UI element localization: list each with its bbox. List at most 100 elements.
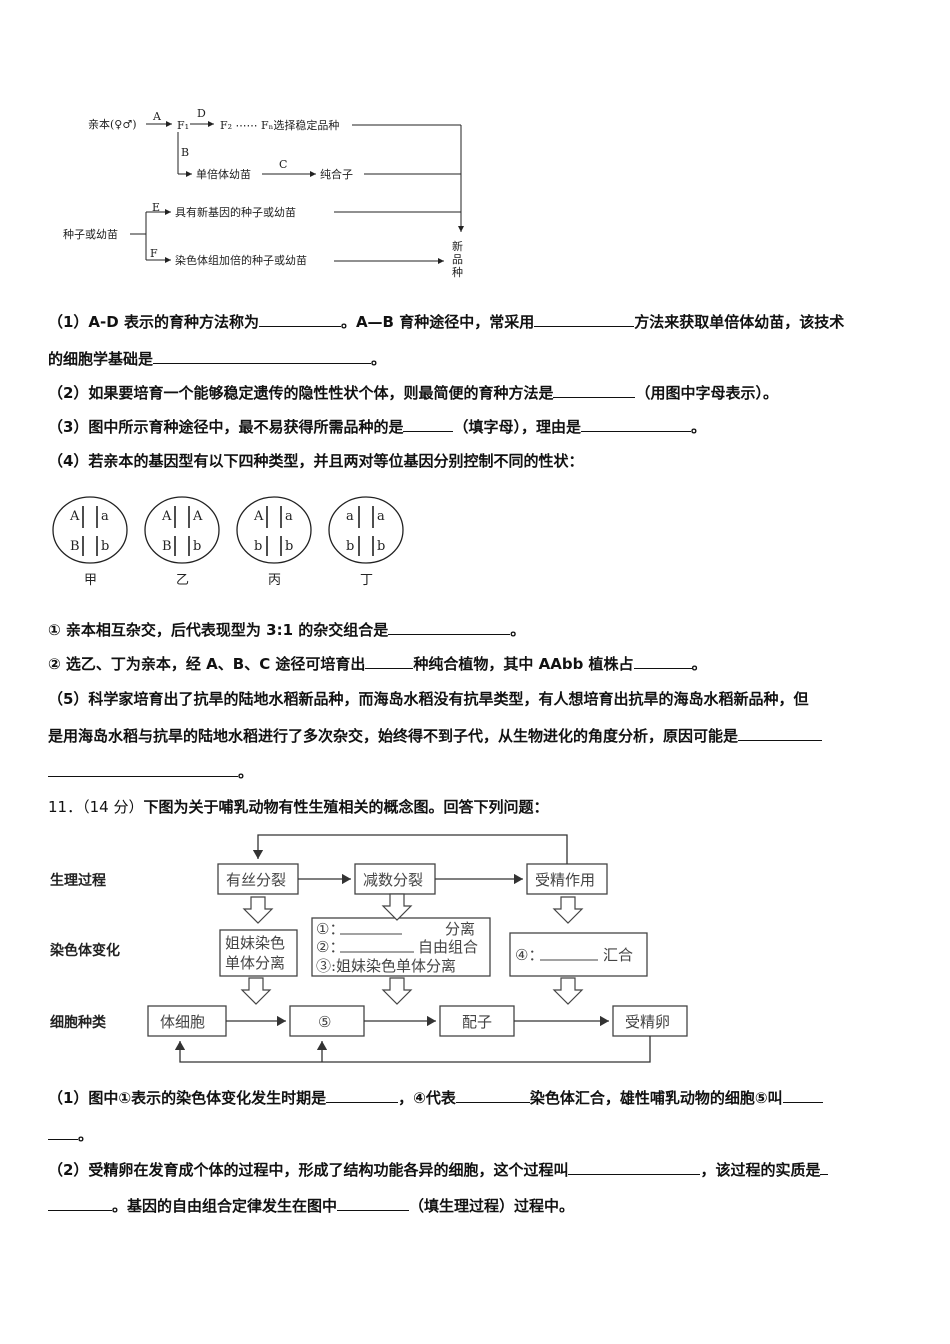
q10-sub2: ② 选乙、丁为亲本，经 A、B、C 途径可培育出种纯合植物，其中 AAbb 植株… [48, 654, 707, 673]
change-box2-line2-b: 自由组合 [418, 938, 478, 956]
answer-blank[interactable] [553, 383, 636, 398]
label-b: B [181, 146, 189, 159]
change-box2-line3: ③:姐妹染色单体分离 [316, 957, 456, 975]
parent-label: 亲本(♀♂) [88, 117, 137, 131]
q11-part2-line2: 。基因的自由组合定律发生在图中（填生理过程）过程中。 [48, 1196, 574, 1216]
allele-label: a [285, 509, 293, 524]
answer-blank[interactable] [738, 726, 823, 741]
cell-label: 乙 [176, 573, 189, 588]
cell-outline [236, 496, 312, 564]
answer-blank[interactable] [326, 1088, 399, 1103]
row-label-process: 生理过程 [50, 872, 106, 889]
cell-five: ⑤ [318, 1013, 331, 1031]
allele-label: a [377, 509, 385, 524]
allele-label: B [162, 539, 172, 554]
q10-part3: （3）图中所示育种途径中，最不易获得所需品种的是（填字母），理由是。 [48, 417, 706, 436]
answer-blank[interactable] [568, 1160, 701, 1175]
process-fertilization: 受精作用 [535, 871, 595, 889]
cell-somatic: 体细胞 [160, 1013, 205, 1031]
q10-part2: （2）如果要培育一个能够稳定遗传的隐性性状个体，则最简便的育种方法是（用图中字母… [48, 383, 778, 402]
seed-label: 种子或幼苗 [63, 227, 118, 241]
f1-label: F₁ [177, 119, 189, 132]
answer-blank[interactable] [403, 417, 454, 432]
new-variety-char-1: 新 [452, 239, 463, 253]
change-box2-line2-a: ②： [316, 938, 344, 956]
answer-blank[interactable] [534, 312, 635, 327]
allele-label: b [101, 539, 109, 554]
change-box3-a: ④： [515, 946, 543, 964]
process-mitosis: 有丝分裂 [226, 871, 286, 889]
q11-part1-line2: 。 [48, 1125, 93, 1145]
label-f: F [150, 247, 158, 260]
allele-label: A [192, 509, 203, 524]
answer-blank[interactable] [153, 349, 372, 364]
q10-part1-line2: 的细胞学基础是。 [48, 349, 387, 368]
allele-label: B [70, 539, 80, 554]
allele-label: b [193, 539, 201, 554]
answer-blank[interactable] [258, 312, 341, 327]
answer-blank[interactable] [388, 620, 511, 635]
row-label-chromosome: 染色体变化 [50, 942, 120, 959]
change-box3-b: 汇合 [603, 946, 633, 964]
label-e: E [152, 201, 160, 214]
allele-label: a [101, 509, 109, 524]
q10-part5-line1: （5）科学家培育出了抗旱的陆地水稻新品种，而海岛水稻没有抗旱类型，有人想培育出抗… [48, 690, 809, 708]
q11-header: 11．（14 分）下图为关于哺乳动物有性生殖相关的概念图。回答下列问题： [48, 797, 548, 817]
answer-blank[interactable] [48, 762, 238, 777]
change-box1-line1: 姐妹染色 [225, 934, 285, 952]
allele-label: a [346, 509, 354, 524]
answer-blank[interactable] [782, 1088, 823, 1103]
cell-outline [328, 496, 404, 564]
process-meiosis: 减数分裂 [363, 871, 423, 889]
answer-blank[interactable] [633, 654, 692, 669]
allele-label: A [161, 509, 172, 524]
question-title: 下图为关于哺乳动物有性生殖相关的概念图。回答下列问题： [143, 798, 549, 816]
new-gene-label: 具有新基因的种子或幼苗 [175, 205, 296, 219]
answer-blank[interactable] [48, 1125, 78, 1140]
q10-part1-line1: （1）A-D 表示的育种方法称为。A—B 育种途径中，常采用方法来获取单倍体幼苗… [48, 312, 845, 331]
q10-part5-line3: 。 [48, 762, 253, 782]
answer-blank[interactable] [820, 1160, 829, 1175]
label-d: D [197, 107, 206, 120]
answer-blank[interactable] [365, 654, 414, 669]
answer-blank[interactable] [337, 1196, 410, 1211]
change-box1-line2: 单体分离 [225, 954, 285, 972]
q10-part5-line2: 是用海岛水稻与抗旱的陆地水稻进行了多次杂交，始终得不到子代，从生物进化的角度分析… [48, 726, 823, 746]
homozygote-label: 纯合子 [320, 167, 353, 181]
q10-part4: （4）若亲本的基因型有以下四种类型，并且两对等位基因分别控制不同的性状： [48, 452, 584, 470]
q11-part2-line1: （2）受精卵在发育成个体的过程中，形成了结构功能各异的细胞，这个过程叫，该过程的… [48, 1160, 829, 1180]
answer-blank[interactable] [455, 1088, 530, 1103]
allele-label: b [285, 539, 293, 554]
doubled-label: 染色体组加倍的种子或幼苗 [175, 253, 307, 267]
breeding-diagram: 亲本(♀♂) A D F₁ F₂ ⋯⋯ Fₙ选择稳定品种 B 单倍体幼苗 C 纯… [63, 107, 464, 279]
cell-label: 丁 [360, 573, 373, 588]
cell-label: 甲 [84, 573, 97, 588]
cell-label: 丙 [268, 573, 281, 588]
cell-gamete: 配子 [462, 1013, 492, 1031]
cell-outline [144, 496, 220, 564]
row-label-celltype: 细胞种类 [50, 1014, 107, 1031]
haploid-label: 单倍体幼苗 [196, 167, 251, 181]
label-c: C [279, 158, 287, 171]
label-a: A [152, 110, 162, 123]
q11-part1-line1: （1）图中①表示的染色体变化发生时期是，④代表染色体汇合，雄性哺乳动物的细胞⑤叫 [48, 1088, 823, 1108]
answer-blank[interactable] [580, 417, 691, 432]
cell-zygote: 受精卵 [625, 1013, 670, 1031]
allele-label: A [69, 509, 80, 524]
allele-label: b [346, 539, 354, 554]
f2-chain-label: F₂ ⋯⋯ Fₙ选择稳定品种 [220, 118, 339, 132]
answer-blank[interactable] [48, 1196, 112, 1211]
question-number: 11．（14 分） [48, 798, 144, 816]
change-box2-line1-a: ①： [316, 920, 344, 938]
allele-label: A [253, 509, 264, 524]
concept-map: 生理过程 染色体变化 细胞种类 有丝分裂 减数分裂 受精作用 姐妹染色 单体分离… [50, 834, 688, 1063]
new-variety-char-3: 种 [452, 265, 463, 279]
allele-label: b [377, 539, 385, 554]
allele-label: b [254, 539, 262, 554]
q10-sub1: ① 亲本相互杂交，后代表现型为 3:1 的杂交组合是。 [48, 620, 526, 639]
